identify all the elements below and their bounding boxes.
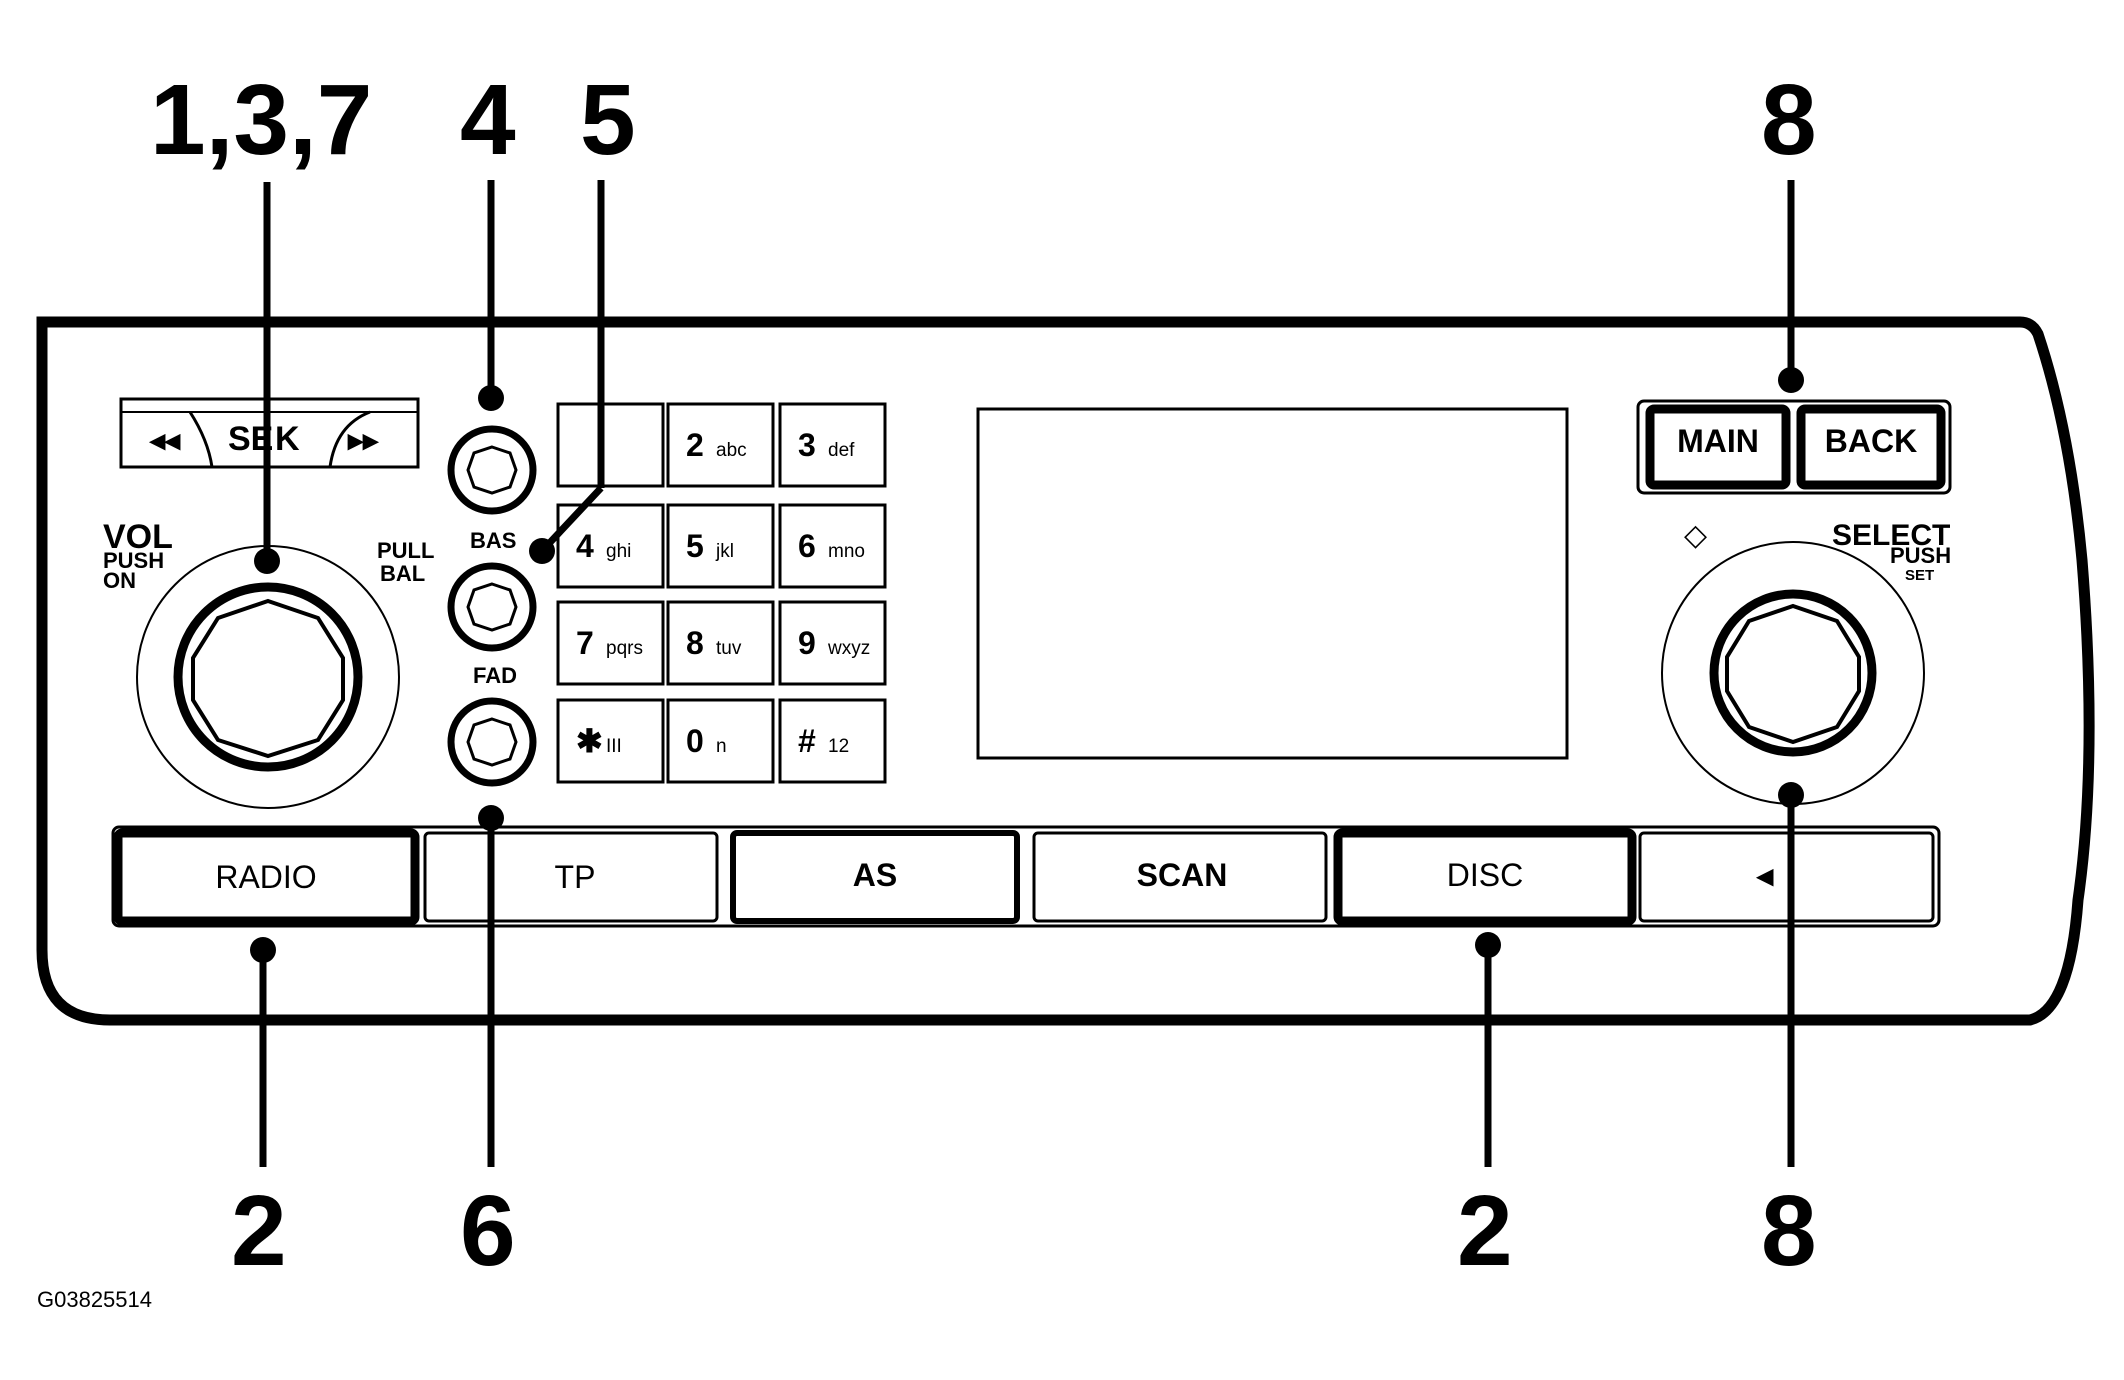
vol-label: VOL: [103, 518, 173, 556]
keypad-key-letters: ghi: [606, 541, 631, 562]
pull-label-1: PULL: [377, 538, 434, 563]
callout-bas: 4: [460, 64, 516, 176]
callout-fad: 6: [460, 1175, 516, 1287]
tone-knob-bottom[interactable]: [447, 697, 537, 787]
keypad-key-number: 4: [576, 528, 594, 564]
callout-select: 8: [1761, 1175, 1817, 1287]
tone-knob-middle[interactable]: [447, 562, 537, 652]
volume-knob[interactable]: [136, 545, 400, 809]
keypad-key[interactable]: [556, 402, 665, 488]
select-sub-label-1: PUSH: [1890, 543, 1951, 568]
panel-outline: [36, 316, 2095, 1026]
keypad-key-letters: mno: [828, 541, 865, 562]
eject-button[interactable]: ◂: [1638, 831, 1935, 923]
display-screen: [976, 407, 1569, 760]
as-button[interactable]: AS: [730, 830, 1020, 924]
keypad-key-number: ✱: [576, 723, 603, 759]
pull-label-2: BAL: [380, 561, 425, 586]
keypad-key-number: 0: [686, 723, 704, 759]
keypad-key-number: 3: [798, 427, 816, 463]
keypad-key[interactable]: 2 abc: [666, 402, 775, 488]
keypad-key-letters: jkl: [715, 541, 734, 562]
keypad-key-letters: def: [828, 440, 855, 461]
disc-button-label: DISC: [1447, 857, 1523, 893]
as-button-label: AS: [853, 857, 897, 893]
scan-button-label: SCAN: [1137, 857, 1228, 893]
keypad-key-letters: 12: [828, 736, 849, 757]
vol-sub-label-2: ON: [103, 568, 136, 593]
button-bar-frame: [111, 825, 1941, 928]
callout-vol: 1,3,7: [150, 64, 372, 176]
back-button[interactable]: BACK: [1796, 404, 1946, 490]
keypad-key-number: 8: [686, 625, 704, 661]
main-back-frame: [1636, 399, 1952, 495]
keypad-key-number: 6: [798, 528, 816, 564]
select-label: SELECT: [1832, 519, 1950, 552]
keypad-key[interactable]: 8 tuv: [666, 600, 775, 686]
keypad-key[interactable]: 5 jkl: [666, 503, 775, 589]
keypad-key[interactable]: 4 ghi: [556, 503, 665, 589]
keypad-key-letters: III: [606, 736, 622, 757]
tp-button-label: TP: [555, 859, 596, 895]
leader-dots: [250, 367, 1804, 963]
back-button-label: BACK: [1825, 423, 1917, 459]
radio-button-label: RADIO: [215, 859, 316, 895]
seek-forward-icon: ▸▸: [347, 424, 380, 457]
disc-button[interactable]: DISC: [1333, 828, 1637, 926]
callout-bal: 5: [580, 64, 636, 176]
seek-label-2: K: [275, 420, 300, 458]
select-knob[interactable]: [1661, 541, 1925, 805]
keypad-key[interactable]: 7 pqrs: [556, 600, 665, 686]
keypad-key-letters: pqrs: [606, 638, 643, 659]
leader-lines: [259, 180, 1795, 1167]
power-icon: ◇: [1684, 519, 1707, 552]
keypad-key[interactable]: 9 wxyz: [778, 600, 887, 686]
keypad-key-number: 2: [686, 427, 704, 463]
keypad-key[interactable]: #12: [778, 698, 887, 784]
seek-back-icon: ◂◂: [148, 424, 181, 457]
keypad-key-letters: abc: [716, 440, 747, 461]
bas-label: BAS: [470, 528, 516, 553]
keypad-key-number: 7: [576, 625, 594, 661]
keypad-key[interactable]: ✱III: [556, 698, 665, 784]
keypad-key-number: 9: [798, 625, 816, 661]
keypad-key[interactable]: 3 def: [778, 402, 887, 488]
fad-label: FAD: [473, 663, 517, 688]
select-sub-label-2: SET: [1905, 567, 1934, 584]
scan-button[interactable]: SCAN: [1032, 831, 1328, 923]
keypad-key[interactable]: 6 mno: [778, 503, 887, 589]
eject-icon: ◂: [1755, 857, 1774, 893]
keypad-key-letters: wxyz: [827, 638, 870, 659]
keypad-key-letters: tuv: [716, 638, 742, 659]
tp-button[interactable]: TP: [423, 831, 719, 923]
callout-radio: 2: [231, 1175, 287, 1287]
keypad-key-number: #: [798, 723, 816, 759]
vol-sub-label-1: PUSH: [103, 548, 164, 573]
main-button[interactable]: MAIN: [1645, 404, 1791, 490]
keypad-key-number: 5: [686, 528, 704, 564]
keypad-key-letters: n: [716, 736, 727, 757]
callout-main: 8: [1761, 64, 1817, 176]
main-button-label: MAIN: [1677, 423, 1759, 459]
figure-id: G03825514: [37, 1287, 152, 1312]
radio-button[interactable]: RADIO: [113, 828, 420, 926]
tone-knob-top[interactable]: [447, 425, 537, 515]
callout-disc: 2: [1457, 1175, 1513, 1287]
